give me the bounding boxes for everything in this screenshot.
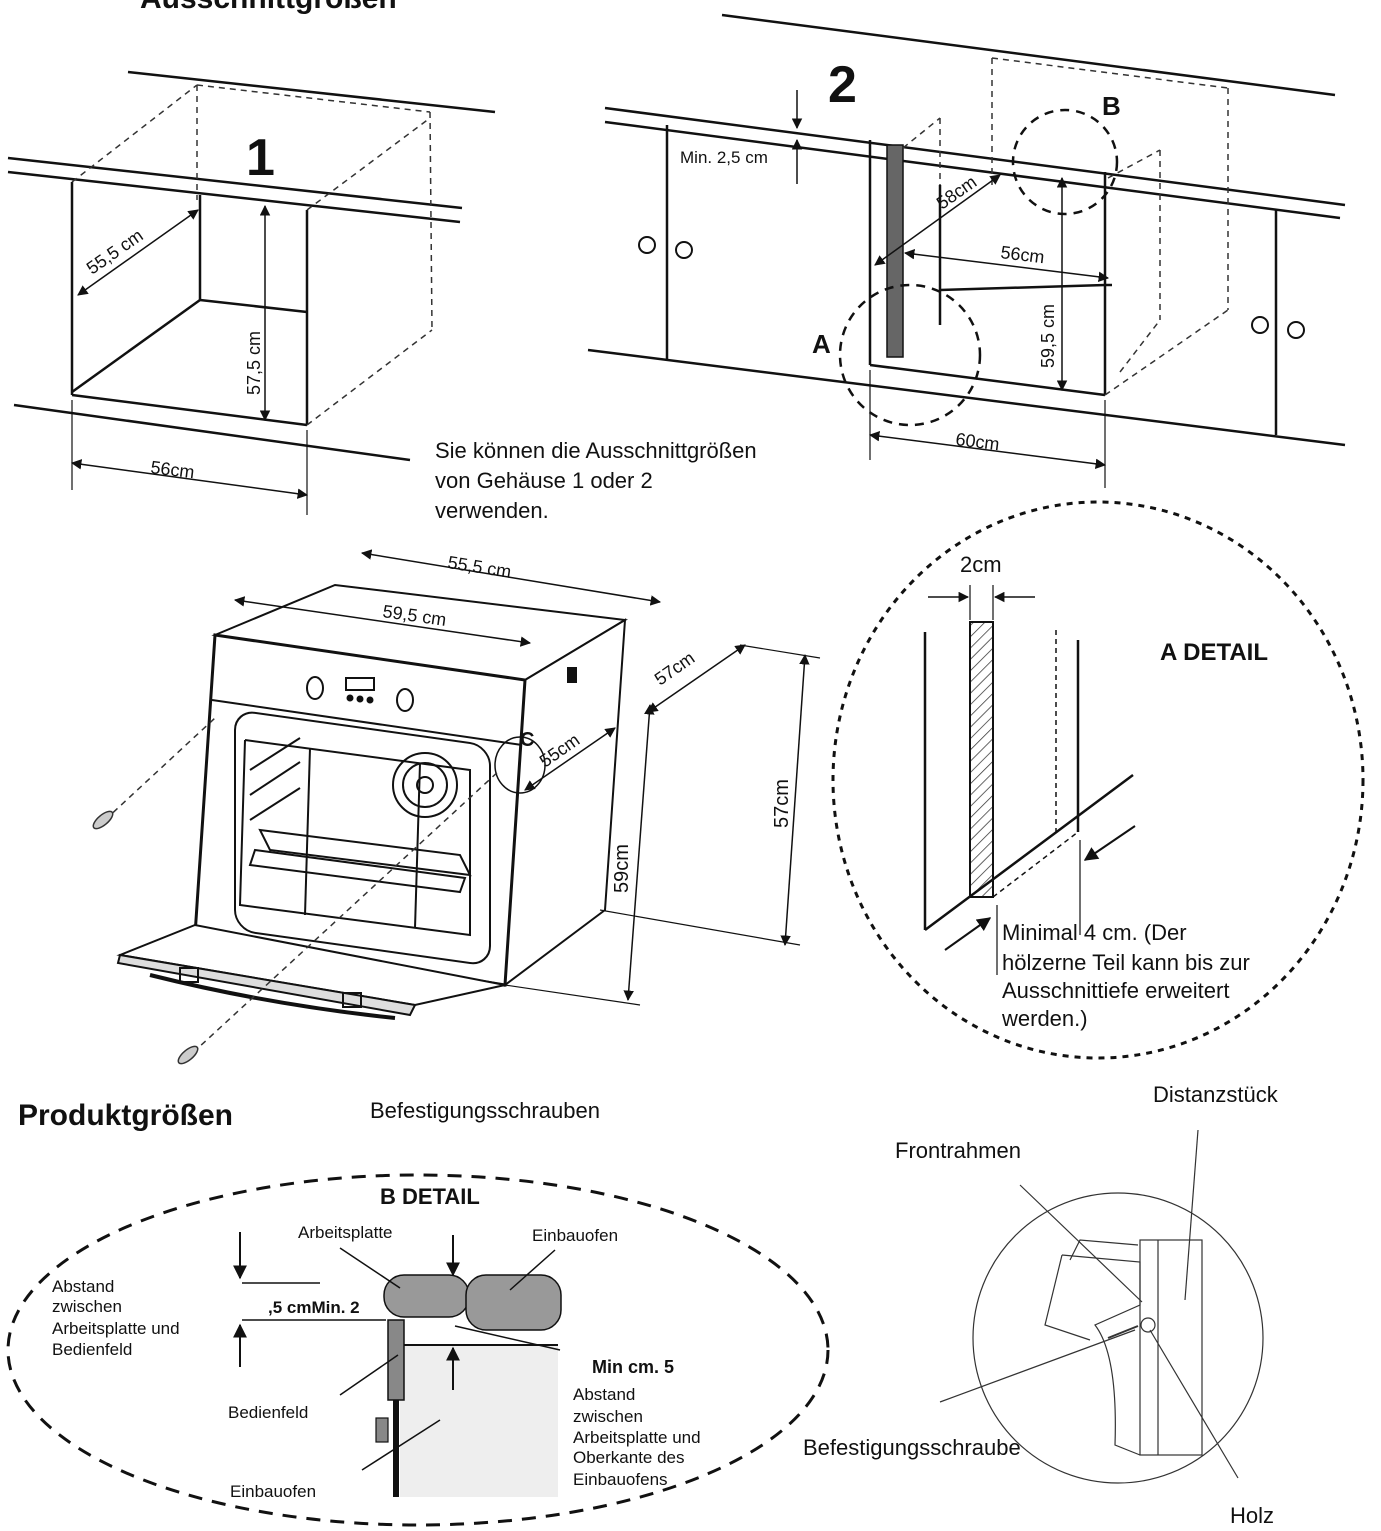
svg-text:Abstand: Abstand [52, 1277, 114, 1296]
svg-text:Minimal 4 cm. (Der: Minimal 4 cm. (Der [1002, 920, 1187, 945]
c-detail-spacer-label: Distanzstück [1153, 1082, 1279, 1107]
svg-text:Arbeitsplatte und: Arbeitsplatte und [52, 1319, 180, 1338]
b-detail-min-gap-label: ,5 cmMin. 2 [268, 1298, 360, 1317]
cabinet-2-min-gap-label: Min. 2,5 cm [680, 148, 768, 167]
c-detail-circle [972, 1192, 1264, 1484]
cabinet-2-inner-width-dimension [903, 248, 1110, 283]
oven-height-front-label: 59cm [611, 844, 633, 893]
marker-c: C [520, 729, 534, 751]
cabinet-2-number: 2 [828, 56, 857, 114]
a-detail-title: A DETAIL [1160, 639, 1268, 666]
b-detail-min5-label: Min cm. 5 [592, 1357, 674, 1377]
oven-width-front-dimension [233, 596, 532, 647]
svg-text:Sie können die Ausschnittgröße: Sie können die Ausschnittgrößen [435, 438, 757, 463]
b-detail-oven-bottom-label: Einbauofen [230, 1482, 316, 1501]
svg-text:Ausschnittiefe erweitert: Ausschnittiefe erweitert [1002, 978, 1229, 1003]
oven-screws [92, 717, 501, 1065]
b-detail-distance-description: Abstand zwischen Arbeitsplatte und Oberk… [573, 1385, 701, 1489]
a-detail-drawing [923, 621, 1134, 932]
b-detail-title: B DETAIL [380, 1184, 480, 1209]
oven-depth-top-dimension [360, 549, 662, 606]
b-detail-oven-top [465, 1274, 562, 1331]
b-detail-oven-body [400, 1345, 558, 1497]
product-sizes-heading: Produktgrößen [18, 1099, 233, 1132]
cabinet-2-width-dimension [868, 430, 1107, 470]
a-detail-note: Minimal 4 cm. (Der hölzerne Teil kann bi… [1001, 920, 1250, 1031]
cabinet-1-depth-label: 55,5 cm [83, 225, 147, 278]
cabinet-1-width-label: 56cm [150, 457, 196, 482]
oven-drawing [116, 583, 629, 1020]
a-detail-circle [831, 500, 1365, 1060]
svg-text:von Gehäuse 1 oder 2: von Gehäuse 1 oder 2 [435, 468, 653, 493]
svg-text:Arbeitsplatte und: Arbeitsplatte und [573, 1428, 701, 1447]
svg-text:Oberkante des: Oberkante des [573, 1448, 685, 1467]
fixing-screws-label: Befestigungsschrauben [370, 1098, 600, 1123]
b-detail-worktop-label: Arbeitsplatte [298, 1223, 393, 1242]
c-detail-drawing [939, 1129, 1239, 1479]
cabinet-1-height-label: 57,5 cm [244, 331, 264, 395]
cabinet-1-width-dimension [70, 459, 309, 499]
c-detail-front-frame-label: Frontrahmen [895, 1138, 1021, 1163]
svg-text:Abstand: Abstand [573, 1385, 635, 1404]
svg-text:zwischen: zwischen [573, 1407, 643, 1426]
marker-a: A [812, 329, 831, 359]
cabinet-2-hidden-lines [902, 57, 1229, 396]
cabinet-2-detail-a-circle [838, 283, 982, 427]
oven-height-total-dimension [780, 653, 810, 947]
b-detail-ellipse [6, 1173, 830, 1527]
c-detail-wood-label: Holz [1230, 1503, 1274, 1528]
b-detail-oven-top-label: Einbauofen [532, 1226, 618, 1245]
oven-inner-depth-dimension [524, 727, 616, 791]
cabinet-2-inner-width-label: 56cm [1000, 242, 1046, 267]
marker-b: B [1102, 91, 1121, 121]
svg-text:Einbauofens: Einbauofens [573, 1470, 668, 1489]
b-detail-worktop [383, 1274, 470, 1318]
cabinet-2-width-label: 60cm [955, 429, 1001, 454]
cabinet-1-hidden-lines [71, 84, 433, 426]
cabinet-2-drawing [587, 13, 1346, 447]
svg-text:verwenden.: verwenden. [435, 498, 549, 523]
cabinet-1-drawing [7, 70, 496, 462]
svg-text:zwischen: zwischen [52, 1297, 122, 1316]
c-detail-screw-label: Befestigungsschraube [803, 1435, 1021, 1460]
oven-depth-top-label: 55,5 cm [446, 552, 512, 582]
cabinet-2-detail-b-circle [1011, 108, 1119, 216]
cabinet-1-depth-dimension [77, 209, 199, 296]
b-detail-gap-description: Abstand zwischen Arbeitsplatte und Bedie… [52, 1277, 180, 1359]
cabinet-2-door-knobs [638, 236, 1305, 339]
svg-text:werden.): werden.) [1001, 1006, 1088, 1031]
a-detail-width-label: 2cm [960, 552, 1002, 577]
oven-side-depth-dimension [647, 644, 746, 713]
cabinet-1-number: 1 [246, 129, 275, 187]
cabinet-2-depth-dimension [874, 174, 1001, 266]
cutout-note: Sie können die Ausschnittgrößen von Gehä… [435, 438, 757, 523]
cabinet-2-height-label: 59,5 cm [1038, 304, 1058, 368]
oven-height-total-label: 57cm [771, 779, 793, 828]
cutout-sizes-heading: Ausschnittgrößen [140, 0, 397, 15]
b-detail-control-panel-label: Bedienfeld [228, 1403, 308, 1422]
svg-text:hölzerne Teil kann bis zur: hölzerne Teil kann bis zur [1002, 950, 1250, 975]
svg-text:Bedienfeld: Bedienfeld [52, 1340, 132, 1359]
oven-height-front-dimension [623, 703, 655, 1002]
